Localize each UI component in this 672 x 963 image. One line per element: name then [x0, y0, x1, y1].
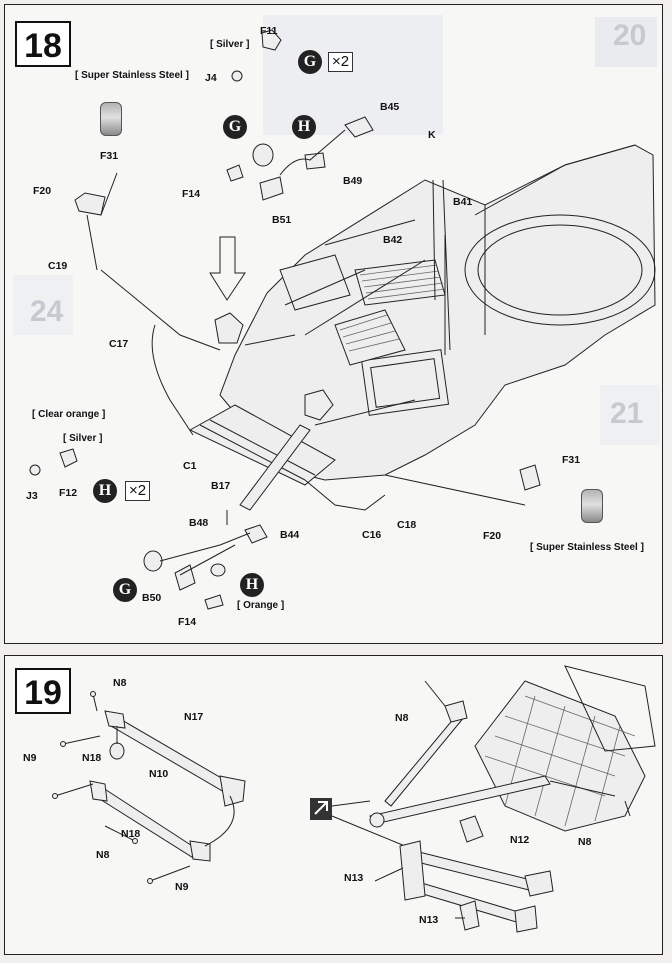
part-label: B49	[343, 175, 363, 187]
part-label: K	[428, 129, 436, 141]
part-label: N9	[175, 881, 189, 893]
ghost-step-number: 24	[30, 295, 64, 328]
step-19-panel: 19 N8 N17 N9 N18 N10 N18 N8 N9 N8 N8 N12…	[4, 655, 663, 955]
part-label: F20	[483, 530, 502, 542]
part-tree-badge: G	[223, 115, 247, 139]
part-label: B17	[211, 480, 231, 492]
paint-note: [ Silver ]	[210, 39, 250, 50]
step-19-drawing	[52, 665, 656, 933]
part-label: B41	[453, 196, 473, 208]
part-label: N10	[149, 768, 169, 780]
part-tree-badge: G	[113, 578, 137, 602]
step-18-panel: 20 24 21 18 [ Silver ] [ Super Stainless…	[4, 4, 663, 644]
part-label: C1	[183, 460, 197, 472]
part-label: N9	[23, 752, 37, 764]
part-label: N17	[184, 711, 204, 723]
paint-note: [ Orange ]	[237, 600, 285, 611]
part-tree-badge: H	[93, 479, 117, 503]
part-label: N8	[395, 712, 409, 724]
step-number: 18	[15, 21, 71, 67]
step-18-drawing	[13, 15, 660, 610]
part-label: B50	[142, 592, 162, 604]
part-label: B42	[383, 234, 403, 246]
part-label: C16	[362, 529, 382, 541]
part-label: F11	[260, 25, 278, 37]
paint-note: [ Super Stainless Steel ]	[75, 70, 189, 81]
part-label: F12	[59, 487, 78, 499]
paint-note: [ Super Stainless Steel ]	[530, 542, 644, 553]
super-stainless-swatch	[100, 102, 122, 136]
part-label: N12	[510, 834, 530, 846]
part-label: B44	[280, 529, 300, 541]
part-label: J3	[26, 490, 38, 502]
quantity-multiplier: ×2	[125, 481, 151, 501]
part-label: N18	[82, 752, 102, 764]
part-label: F14	[182, 188, 201, 200]
ghost-step-number: 21	[610, 397, 644, 430]
part-label: C19	[48, 260, 68, 272]
part-tree-badge: H	[240, 573, 264, 597]
part-label: N13	[344, 872, 364, 884]
part-label: J4	[205, 72, 217, 84]
ghost-step-number: 20	[613, 19, 647, 52]
part-label: F20	[33, 185, 52, 197]
part-label: B51	[272, 214, 292, 226]
part-label: F31	[562, 454, 581, 466]
part-label: N8	[113, 677, 127, 689]
part-label: N8	[578, 836, 592, 848]
paint-note: [ Clear orange ]	[32, 409, 106, 420]
quantity-multiplier: ×2	[328, 52, 354, 72]
paint-note: [ Silver ]	[63, 433, 103, 444]
part-label: B45	[380, 101, 400, 113]
part-label: N13	[419, 914, 439, 926]
part-tree-badge: H	[292, 115, 316, 139]
part-label: B48	[189, 517, 209, 529]
super-stainless-swatch	[581, 489, 603, 523]
part-label: C18	[397, 519, 417, 531]
part-label: F31	[100, 150, 119, 162]
part-label: C17	[109, 338, 129, 350]
part-label: N18	[121, 828, 141, 840]
part-tree-badge: G	[298, 50, 322, 74]
step-number: 19	[15, 668, 71, 714]
part-label: F14	[178, 616, 197, 628]
part-label: N8	[96, 849, 110, 861]
